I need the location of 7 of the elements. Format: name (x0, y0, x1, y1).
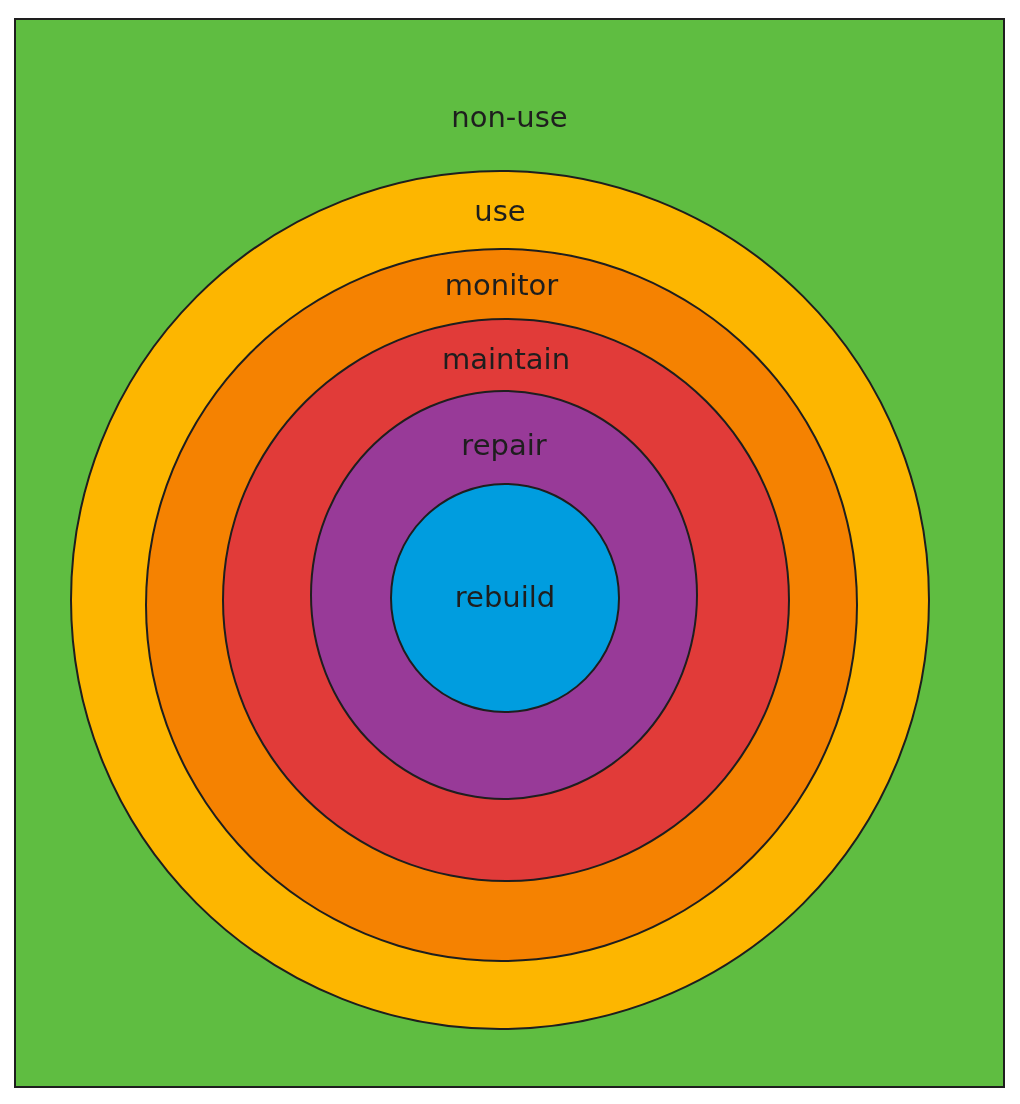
ring-label: use (474, 193, 526, 229)
ring-label: rebuild (454, 579, 556, 615)
ring-label: monitor (444, 267, 559, 303)
ring-label: non-use (451, 99, 568, 135)
background-panel (14, 18, 1005, 1088)
ring-label: repair (461, 427, 547, 463)
ring-label: maintain (441, 341, 570, 377)
